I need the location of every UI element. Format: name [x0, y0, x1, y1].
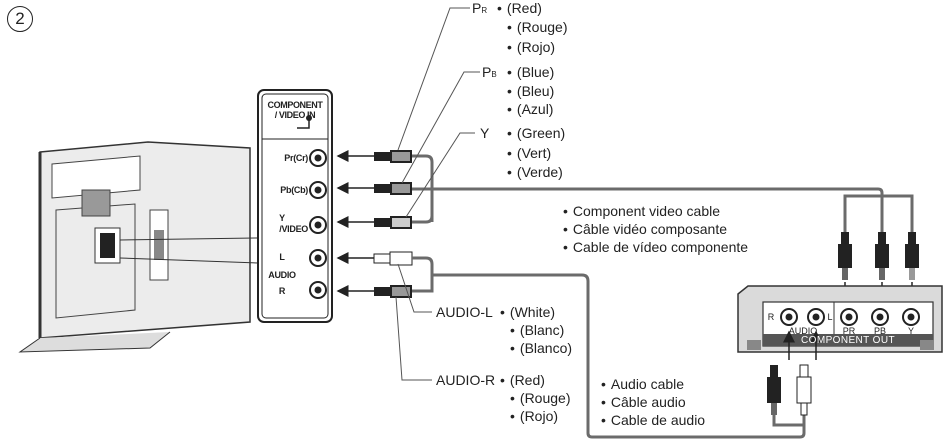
pb-color-en: (Blue) [507, 64, 554, 81]
audio-r-tag: AUDIO-R [436, 372, 496, 388]
device-label-l: L [827, 312, 833, 322]
panel-title-2: / VIDEO IN [274, 110, 316, 120]
plug-pr-device [838, 232, 852, 280]
pr-color-fr: (Rouge) [507, 19, 568, 36]
pb-tag: PB [482, 64, 497, 80]
tv-jack-pr [309, 149, 327, 167]
pb-color-es: (Azul) [507, 101, 554, 118]
audio-cable-es: Cable de audio [601, 412, 705, 429]
tv-jack-pb [309, 181, 327, 199]
audio-l-color-fr: (Blanc) [510, 322, 564, 339]
device-label-r: R [767, 312, 775, 322]
audio-l-color-en: (White) [500, 304, 555, 321]
tv-jack-y [309, 216, 327, 234]
plug-y-device [905, 232, 919, 280]
component-cable-es: Cable de vídeo componente [563, 239, 748, 256]
y-color-es: (Verde) [507, 164, 563, 181]
jack-label-pb: Pb(Cb) [280, 185, 308, 195]
panel-title-1: COMPONENT [267, 100, 323, 110]
pr-tag: PR [472, 0, 488, 16]
audio-l-tag: AUDIO-L [436, 304, 493, 320]
jack-label-audio: AUDIO [268, 270, 296, 280]
jack-label-video: /VIDEO [279, 224, 308, 234]
plug-pb-tv [374, 182, 412, 195]
pb-color-fr: (Bleu) [507, 83, 554, 100]
plug-audio-l-tv [373, 251, 413, 266]
y-tag: Y [480, 125, 490, 141]
y-color-fr: (Vert) [507, 145, 551, 162]
jack-label-pr: Pr(Cr) [284, 153, 308, 163]
plug-pr-tv [374, 150, 412, 163]
device-label-audio: AUDIO [788, 326, 818, 336]
tv-back [18, 141, 251, 353]
pr-color-es: (Rojo) [507, 39, 555, 56]
step-number: 2 [7, 6, 33, 32]
plug-pb-device [875, 232, 889, 280]
device-label-y: Y [907, 326, 914, 336]
tv-jack-audio-r [309, 281, 327, 299]
plug-audio-r-tv [374, 285, 412, 298]
device-label-pr: PR [842, 326, 856, 336]
pr-color-en: (Red) [497, 0, 542, 17]
audio-l-color-es: (Blanco) [510, 340, 572, 357]
audio-cable-en: Audio cable [601, 376, 684, 393]
component-cable-en: Component video cable [563, 203, 720, 220]
plug-audio-r-device [767, 365, 781, 415]
jack-label-l: L [279, 252, 285, 262]
audio-r-color-en: (Red) [500, 372, 545, 389]
jack-label-r: R [278, 286, 286, 296]
component-cable-fr: Câble vidéo composante [563, 221, 727, 238]
y-color-en: (Green) [507, 125, 565, 142]
audio-cable-fr: Câble audio [601, 394, 686, 411]
plug-y-tv [374, 216, 412, 229]
audio-r-color-es: (Rojo) [510, 408, 558, 425]
device-footer: COMPONENT OUT [801, 335, 895, 346]
tv-jack-audio-l [309, 249, 327, 267]
plug-audio-l-device [796, 364, 812, 416]
device-label-pb: PB [873, 326, 886, 336]
audio-r-color-fr: (Rouge) [510, 390, 571, 407]
jack-label-y: Y [279, 213, 285, 223]
